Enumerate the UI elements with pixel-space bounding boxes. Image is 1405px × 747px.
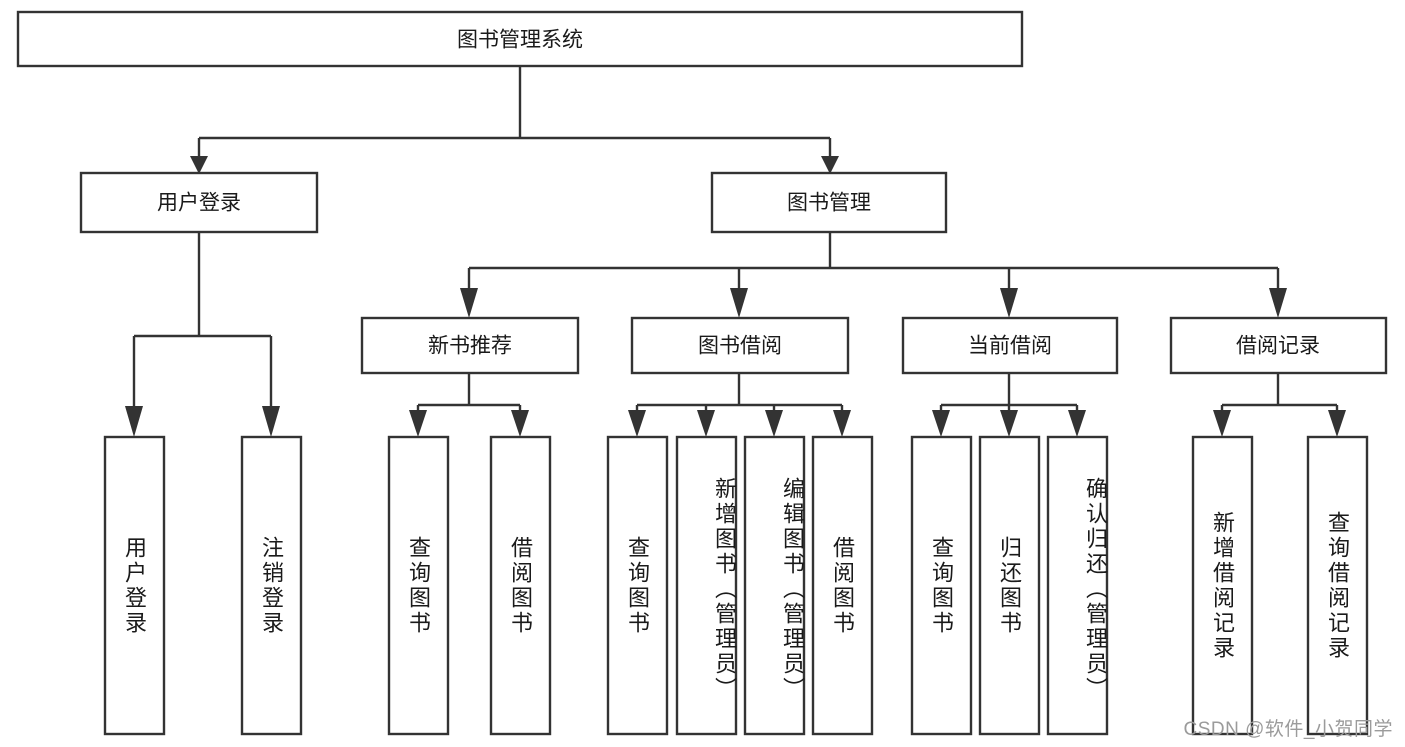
node-book-borrow[interactable] [630, 316, 850, 375]
arrow-head-book-borrow [730, 288, 748, 318]
arrow-head-current-borrow [1000, 288, 1018, 318]
node-current-borrow[interactable] [901, 316, 1119, 375]
arrow-head-leaf-borrow-book-1 [511, 410, 529, 437]
node-leaf-edit-book[interactable] [743, 435, 806, 736]
node-leaf-query-book-2[interactable] [606, 435, 669, 736]
node-leaf-confirm-return[interactable] [1046, 435, 1109, 736]
node-leaf-query-record[interactable] [1306, 435, 1369, 736]
arrow-head-leaf-user-logout [262, 406, 280, 437]
arrow-head-leaf-return-book [1000, 410, 1018, 437]
node-leaf-borrow-book-1[interactable] [489, 435, 552, 736]
node-leaf-add-record[interactable] [1191, 435, 1254, 736]
node-leaf-borrow-book-2[interactable] [811, 435, 874, 736]
arrow-head-new-book-recommend [460, 288, 478, 318]
node-borrow-record[interactable] [1169, 316, 1388, 375]
arrow-head-user-login [190, 156, 208, 174]
node-root-label: 图书管理系统 [457, 29, 583, 52]
node-borrow-record-label: 借阅记录 [1236, 335, 1320, 358]
node-leaf-query-book-3[interactable] [910, 435, 973, 736]
node-leaf-user-logout[interactable] [240, 435, 303, 736]
node-user-login-label: 用户登录 [157, 192, 241, 215]
node-leaf-return-book[interactable] [978, 435, 1041, 736]
node-leaf-add-book[interactable] [675, 435, 738, 736]
node-new-book-recommend[interactable] [360, 316, 580, 375]
node-user-login[interactable] [79, 171, 319, 234]
arrow-head-leaf-add-book [697, 410, 715, 437]
arrow-head-leaf-borrow-book-2 [833, 410, 851, 437]
arrow-head-leaf-query-record [1328, 410, 1346, 437]
node-book-management-label: 图书管理 [787, 192, 871, 215]
node-book-borrow-label: 图书借阅 [698, 335, 782, 358]
node-root[interactable] [16, 10, 1024, 68]
arrow-head-leaf-add-record [1213, 410, 1231, 437]
node-layer: 图书管理系统 用户登录 图书管理 新书推荐 图书借阅 当前借阅 借阅记录 [16, 10, 1388, 736]
csdn-watermark: CSDN @软件_小贺同学 [1183, 719, 1393, 740]
arrow-head-leaf-query-book-1 [409, 410, 427, 437]
arrow-head-book-management [821, 156, 839, 174]
node-book-management[interactable] [710, 171, 948, 234]
node-leaf-user-login[interactable] [103, 435, 166, 736]
node-leaf-query-book-1[interactable] [387, 435, 450, 736]
arrow-head-borrow-record [1269, 288, 1287, 318]
arrow-head-leaf-confirm-return [1068, 410, 1086, 437]
node-current-borrow-label: 当前借阅 [968, 335, 1052, 358]
arrow-head-leaf-user-login [125, 406, 143, 437]
arrow-head-leaf-query-book-2 [628, 410, 646, 437]
node-new-book-recommend-label: 新书推荐 [428, 335, 512, 358]
arrow-head-leaf-edit-book [765, 410, 783, 437]
arrow-head-leaf-query-book-3 [932, 410, 950, 437]
connector-layer [125, 66, 1346, 437]
